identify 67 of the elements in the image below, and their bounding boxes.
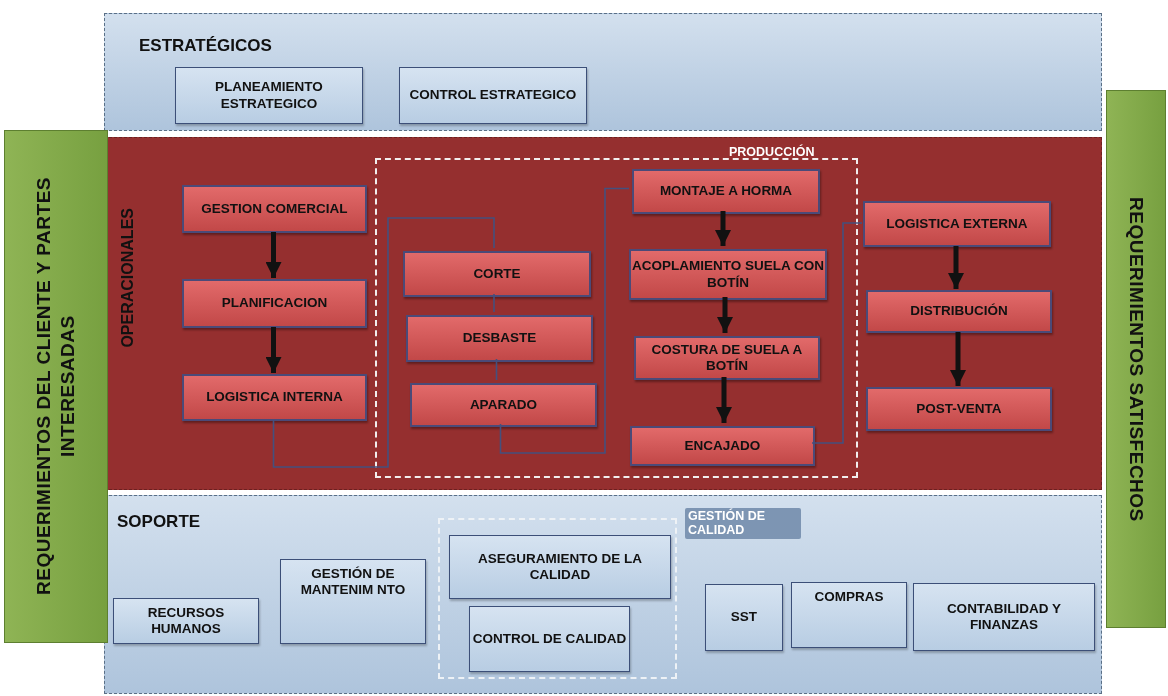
box-label: GESTIÓN DE MANTENIM NTO bbox=[299, 566, 407, 599]
process-box bbox=[406, 315, 593, 362]
box-label: GESTION COMERCIAL bbox=[201, 200, 348, 218]
process-box bbox=[469, 606, 630, 672]
arrow bbox=[716, 377, 732, 423]
box-label: ASEGURAMIENTO DE LA CALIDAD bbox=[477, 550, 643, 584]
arrow bbox=[948, 246, 964, 289]
process-box bbox=[913, 583, 1095, 651]
box-label: PLANIFICACION bbox=[221, 295, 328, 312]
connector-line bbox=[499, 187, 630, 454]
banner-text: REQUERIMIENTOS SATISFECHOS bbox=[1124, 196, 1148, 522]
box-label: SST bbox=[730, 609, 758, 626]
box-label: ACOPLAMIENTO SUELA CON BOTÍN bbox=[631, 258, 825, 291]
arrow bbox=[265, 327, 282, 373]
box-label: COSTURA DE SUELA A BOTÍN bbox=[650, 341, 804, 375]
process-box bbox=[630, 426, 815, 466]
process-box bbox=[705, 584, 783, 651]
process-box bbox=[175, 67, 363, 124]
process-box bbox=[629, 249, 827, 300]
process-box bbox=[449, 535, 671, 599]
process-band bbox=[104, 13, 1102, 131]
box-label: MONTAJE A HORMA bbox=[659, 183, 793, 200]
process-box bbox=[182, 374, 367, 421]
box-label: COMPRAS bbox=[814, 589, 884, 606]
process-box bbox=[113, 598, 259, 644]
arrow bbox=[717, 297, 733, 333]
box-label: PLANEAMIENTO ESTRATEGICO bbox=[214, 79, 324, 112]
arrow bbox=[265, 232, 282, 278]
band-title: ESTRATÉGICOS bbox=[139, 36, 272, 56]
side-banner bbox=[1106, 90, 1166, 628]
process-box bbox=[791, 582, 907, 648]
process-box bbox=[863, 201, 1051, 247]
group-title: GESTIÓN DE CALIDAD bbox=[685, 508, 801, 539]
process-box bbox=[182, 279, 367, 328]
box-label: ENCAJADO bbox=[684, 437, 761, 455]
connector-line bbox=[493, 293, 495, 313]
group-title: PRODUCCIÓN bbox=[729, 145, 815, 160]
box-label: CONTROL DE CALIDAD bbox=[472, 630, 627, 648]
process-box bbox=[634, 336, 820, 380]
process-band bbox=[104, 495, 1102, 694]
process-box bbox=[866, 290, 1052, 333]
box-label: CONTROL ESTRATEGICO bbox=[409, 87, 577, 104]
arrow bbox=[715, 211, 731, 246]
process-box bbox=[403, 251, 591, 297]
connector-line bbox=[811, 222, 863, 444]
band-title: OPERACIONALES bbox=[119, 208, 137, 348]
box-label: DESBASTE bbox=[462, 330, 537, 347]
box-label: CONTABILIDAD Y FINANZAS bbox=[945, 600, 1063, 634]
process-box bbox=[399, 67, 587, 124]
connector-line bbox=[495, 358, 498, 381]
side-banner bbox=[4, 130, 108, 643]
box-label: DISTRIBUCIÓN bbox=[910, 303, 1008, 320]
process-box bbox=[866, 387, 1052, 431]
box-label: APARADO bbox=[469, 396, 538, 414]
process-box bbox=[632, 169, 820, 214]
process-box bbox=[410, 383, 597, 427]
box-label: POST-VENTA bbox=[916, 400, 1002, 418]
box-label: LOGISTICA EXTERNA bbox=[886, 215, 1028, 233]
box-label: LOGISTICA INTERNA bbox=[206, 389, 343, 406]
box-label: CORTE bbox=[473, 265, 521, 283]
process-box bbox=[182, 185, 367, 233]
band-title: SOPORTE bbox=[117, 512, 201, 532]
connector-line bbox=[272, 217, 495, 468]
box-label: RECURSOS HUMANOS bbox=[146, 604, 226, 638]
banner-text: REQUERIMIENTOS DEL CLIENTE Y PARTES INTERESADAS bbox=[32, 176, 79, 598]
process-box bbox=[280, 559, 426, 644]
arrow bbox=[950, 332, 966, 386]
